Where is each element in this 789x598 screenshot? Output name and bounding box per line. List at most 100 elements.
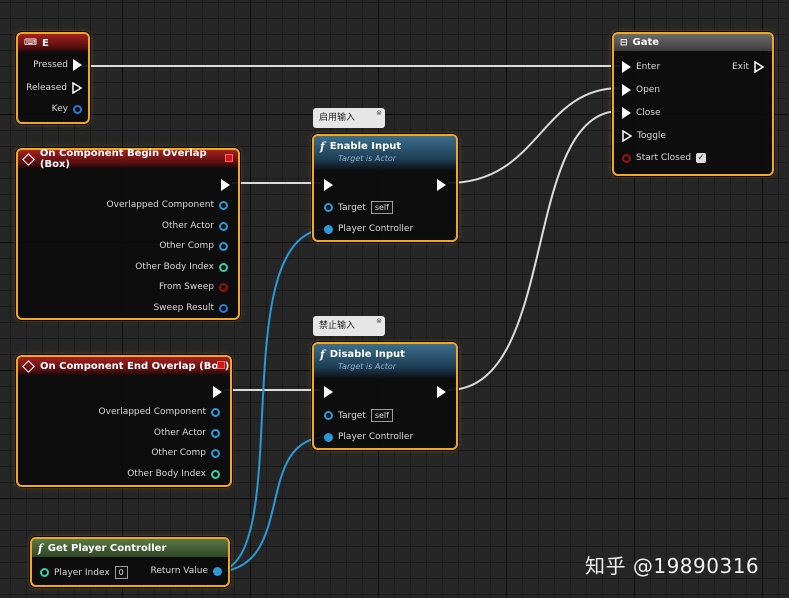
gate-icon: ⊟: [620, 37, 628, 48]
pin-overlapped-component[interactable]: Overlapped Component: [107, 200, 228, 210]
begin-overlap-header: On Component Begin Overlap (Box): [18, 148, 238, 170]
disable-input-target[interactable]: Target self: [324, 409, 393, 422]
object-pin-icon[interactable]: [211, 407, 220, 417]
comment-pin-icon[interactable]: ⊗: [376, 317, 382, 325]
object-pin-icon[interactable]: [324, 411, 333, 420]
start-closed-checkbox[interactable]: ✓: [696, 153, 707, 163]
begin-overlap-exec-out[interactable]: [221, 179, 230, 191]
exec-pin-filled-icon[interactable]: [622, 61, 631, 73]
gate-pin-start-closed[interactable]: Start Closed ✓: [622, 153, 707, 163]
pin-released[interactable]: Released: [26, 82, 82, 94]
object-pin-icon[interactable]: [219, 200, 228, 210]
disable-input-header: f Disable Input Target is Actor: [314, 344, 456, 378]
exec-pin-hollow-icon[interactable]: [754, 61, 764, 73]
key-e-node[interactable]: ⌨ E Pressed Released Key: [16, 32, 90, 124]
exec-pin-filled-icon[interactable]: [221, 179, 230, 191]
enable-input-subtitle: Target is Actor: [338, 154, 397, 163]
exec-pin-filled-icon[interactable]: [324, 179, 333, 191]
pin-other-body-index[interactable]: Other Body Index: [135, 262, 228, 272]
exec-pin-filled-icon[interactable]: [622, 107, 631, 119]
object-pin-icon[interactable]: [219, 241, 228, 251]
pin-other-comp[interactable]: Other Comp: [159, 241, 228, 251]
return-value-pin[interactable]: Return Value: [151, 566, 222, 576]
enable-input-exec-in[interactable]: [324, 179, 333, 191]
function-icon: f: [320, 348, 325, 361]
gate-header: ⊟ Gate: [614, 34, 772, 51]
int-pin-icon[interactable]: [219, 262, 228, 272]
gate-pin-close[interactable]: Close: [622, 107, 661, 119]
end-overlap-exec-out[interactable]: [213, 386, 222, 398]
gate-pin-enter[interactable]: Enter: [622, 61, 660, 73]
player-index-pin[interactable]: Player Index 0: [40, 566, 128, 579]
wire-disable-input-to-close: [447, 110, 621, 391]
watermark-text: 知乎 @19890316: [585, 554, 760, 578]
enable-input-target[interactable]: Target self: [324, 201, 393, 214]
enable-input-node[interactable]: f Enable Input Target is Actor Target se…: [312, 134, 458, 242]
end-overlap-node[interactable]: On Component End Overlap (Box) Overlappe…: [16, 355, 232, 487]
struct-pin-icon[interactable]: [73, 104, 82, 114]
disable-input-exec-in[interactable]: [324, 386, 333, 398]
bool-pin-icon[interactable]: [219, 282, 228, 292]
object-pin-icon[interactable]: [211, 428, 220, 438]
enable-input-controller[interactable]: Player Controller: [324, 224, 413, 234]
bool-pin-icon[interactable]: [622, 153, 631, 163]
exec-pin-filled-icon[interactable]: [73, 59, 82, 71]
disable-input-title: Disable Input: [329, 349, 405, 360]
function-icon: f: [38, 541, 43, 555]
enable-input-header: f Enable Input Target is Actor: [314, 136, 456, 170]
end-overlap-header: On Component End Overlap (Box): [18, 357, 230, 375]
player-index-value[interactable]: 0: [114, 566, 128, 579]
pin-other-body-index[interactable]: Other Body Index: [127, 469, 220, 479]
exec-pin-filled-icon[interactable]: [213, 386, 222, 398]
disable-input-node[interactable]: f Disable Input Target is Actor Target s…: [312, 342, 458, 450]
target-default-value[interactable]: self: [370, 201, 393, 214]
pin-sweep-result[interactable]: Sweep Result: [153, 303, 228, 313]
function-icon: f: [320, 140, 325, 153]
object-pin-icon[interactable]: [324, 432, 333, 442]
object-pin-icon[interactable]: [213, 566, 222, 576]
exec-pin-filled-icon[interactable]: [437, 386, 446, 398]
exec-pin-filled-icon[interactable]: [324, 386, 333, 398]
pin-key[interactable]: Key: [52, 104, 82, 114]
exec-pin-filled-icon[interactable]: [622, 84, 631, 96]
event-diamond-icon: [22, 359, 35, 373]
delegate-pin-icon[interactable]: [225, 154, 233, 162]
begin-overlap-title: On Component Begin Overlap (Box): [39, 148, 207, 170]
enable-input-comment[interactable]: 启用输入 ⊗: [313, 108, 385, 128]
enable-input-title: Enable Input: [329, 141, 402, 152]
disable-input-controller[interactable]: Player Controller: [324, 432, 413, 442]
pin-overlapped-component[interactable]: Overlapped Component: [99, 407, 220, 417]
object-pin-icon[interactable]: [211, 448, 220, 458]
gate-pin-open[interactable]: Open: [622, 84, 660, 96]
target-default-value[interactable]: self: [370, 409, 393, 422]
object-pin-icon[interactable]: [219, 221, 228, 231]
disable-input-comment[interactable]: 禁止输入 ⊗: [313, 316, 385, 336]
pin-other-actor[interactable]: Other Actor: [162, 221, 228, 231]
object-pin-icon[interactable]: [324, 224, 333, 234]
object-pin-icon[interactable]: [324, 203, 333, 212]
gate-title: Gate: [632, 37, 660, 48]
wire-enable-input-to-open: [447, 87, 621, 184]
gate-node[interactable]: ⊟ Gate Enter Exit Open Close Toggle Star…: [612, 32, 774, 176]
int-pin-icon[interactable]: [40, 568, 49, 577]
gate-pin-exit[interactable]: Exit: [732, 61, 764, 73]
keyboard-icon: ⌨: [24, 38, 37, 48]
comment-pin-icon[interactable]: ⊗: [376, 109, 382, 117]
exec-pin-hollow-icon[interactable]: [72, 82, 82, 94]
pin-pressed[interactable]: Pressed: [33, 59, 82, 71]
gate-pin-toggle[interactable]: Toggle: [622, 130, 666, 142]
begin-overlap-node[interactable]: On Component Begin Overlap (Box) Overlap…: [16, 148, 240, 320]
key-e-header: ⌨ E: [18, 34, 88, 52]
pin-other-actor[interactable]: Other Actor: [154, 428, 220, 438]
enable-input-exec-out[interactable]: [437, 179, 446, 191]
disable-input-exec-out[interactable]: [437, 386, 446, 398]
struct-pin-icon[interactable]: [219, 303, 228, 313]
key-e-title: E: [42, 37, 49, 49]
pin-other-comp[interactable]: Other Comp: [151, 448, 220, 458]
exec-pin-filled-icon[interactable]: [437, 179, 446, 191]
get-player-controller-node[interactable]: f Get Player Controller Player Index 0 R…: [30, 537, 230, 587]
delegate-pin-icon[interactable]: [217, 361, 225, 369]
int-pin-icon[interactable]: [211, 469, 220, 479]
pin-from-sweep[interactable]: From Sweep: [159, 282, 228, 292]
exec-pin-hollow-icon[interactable]: [622, 130, 632, 142]
